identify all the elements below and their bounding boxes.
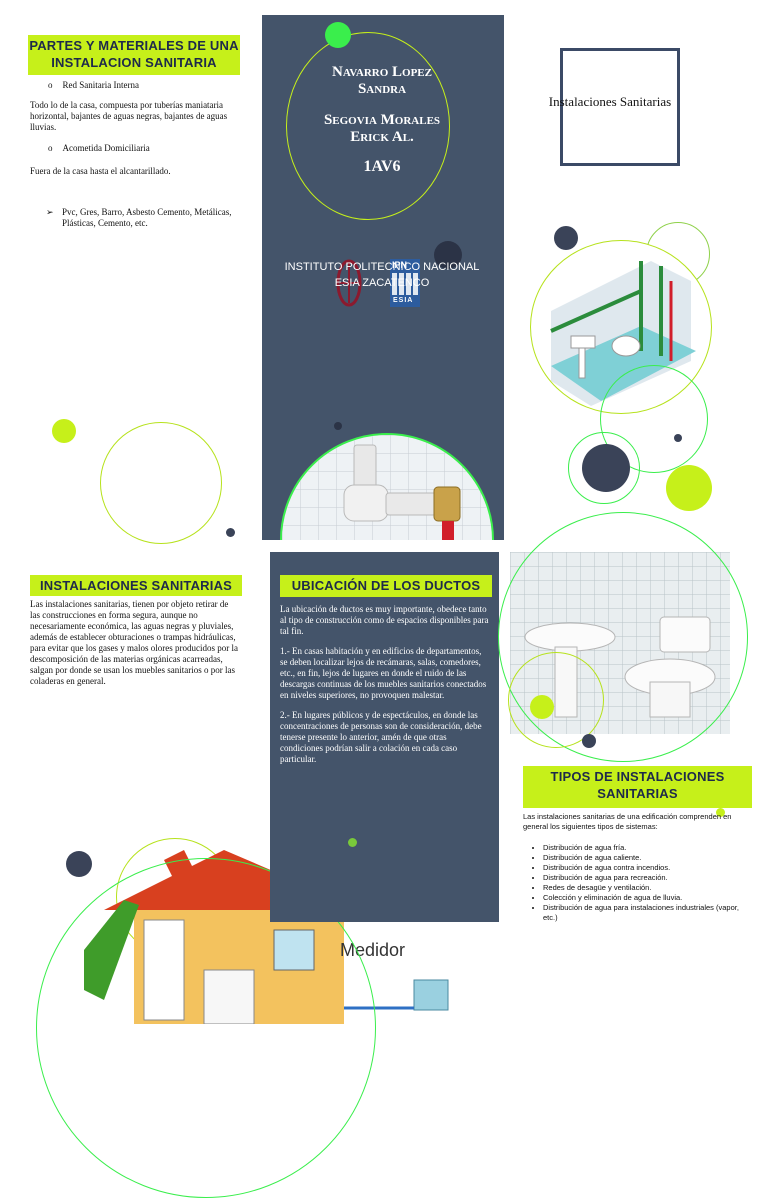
panel1-header-text: PARTES Y MATERIALES DE UNA INSTALACION S… <box>29 38 239 70</box>
author-1-name-2: Sandra <box>357 81 407 97</box>
lime-dot-decor <box>52 419 76 443</box>
panel1-materials: ➢ Pvc, Gres, Barro, Asbesto Cemento, Met… <box>46 207 236 229</box>
list-item: Distribución de agua contra incendios. <box>543 863 751 873</box>
dark-dot-decor <box>582 444 630 492</box>
lime-dot-decor <box>348 838 357 847</box>
dark-dot-decor <box>226 528 235 537</box>
outline-circle-decor <box>498 512 748 762</box>
panel6-list: Distribución de agua fría. Distribución … <box>523 843 751 923</box>
list-item: Distribución de agua fría. <box>543 843 751 853</box>
panel1-header: PARTES Y MATERIALES DE UNA INSTALACION S… <box>28 35 240 75</box>
panel1-bullet-2: o Acometida Domiciliaria <box>48 143 248 154</box>
panel4-header-text: INSTALACIONES SANITARIAS <box>39 578 233 593</box>
lime-dot-decor <box>716 808 725 817</box>
ductos-panel <box>270 552 499 922</box>
dark-dot-decor <box>582 734 596 748</box>
esia-logo: IPN ESIA <box>390 259 420 307</box>
outline-circle-decor <box>600 365 708 473</box>
paragraph: Todo lo de la casa, compuesta por tuberí… <box>30 100 228 132</box>
circle-bullet-icon: o <box>48 80 53 90</box>
panel6-header-text: TIPOS DE INSTALACIONES SANITARIAS <box>550 769 725 801</box>
cover-panel: Navarro Lopez Sandra Segovia Morales Eri… <box>262 15 504 540</box>
panel1-bullet-1: o Red Sanitaria Interna <box>48 80 248 91</box>
paragraph: Las instalaciones sanitarias de una edif… <box>523 812 732 831</box>
circle-bullet-icon: o <box>48 143 53 153</box>
title-box <box>560 48 680 166</box>
authors-block: Navarro Lopez Sandra Segovia Morales Eri… <box>282 64 482 175</box>
list-item: Distribución de agua para instalaciones … <box>543 903 751 923</box>
panel1-text-1: Todo lo de la casa, compuesta por tuberí… <box>30 100 230 133</box>
dark-dot-decor <box>334 422 342 430</box>
cover-ring <box>286 32 450 220</box>
paragraph: 2.- En lugares públicos y de espectáculo… <box>280 710 482 764</box>
paragraph: Las instalaciones sanitarias, tienen por… <box>30 599 238 686</box>
lime-dot-decor <box>666 465 712 511</box>
paragraph: 1.- En casas habitación y en edificios d… <box>280 646 487 700</box>
ipn-crest-icon <box>336 259 362 307</box>
panel5-header-text: UBICACIÓN DE LOS DUCTOS <box>291 578 481 593</box>
list-item: Distribución de agua para recreación. <box>543 873 751 883</box>
lime-dot-decor <box>530 695 554 719</box>
author-2-name-2: Erick Al. <box>350 129 414 145</box>
panel4-body: Las instalaciones sanitarias, tienen por… <box>30 599 240 687</box>
outline-circle-decor <box>568 432 640 504</box>
dark-dot-decor <box>66 851 92 877</box>
group-code: 1AV6 <box>363 158 401 175</box>
bullet-text: Acometida Domiciliaria <box>62 143 150 153</box>
author-1-name: Navarro Lopez <box>332 64 432 80</box>
list-item: Colección y eliminación de agua de lluvi… <box>543 893 751 903</box>
dark-dot-decor <box>554 226 578 250</box>
pipe-valve-photo <box>280 433 494 540</box>
list-item: Distribución de agua caliente. <box>543 853 751 863</box>
paragraph: Fuera de la casa hasta el alcantarillado… <box>30 166 171 176</box>
list-item: Redes de desagüe y ventilación. <box>543 883 751 893</box>
materials-text: Pvc, Gres, Barro, Asbesto Cemento, Metál… <box>62 207 232 228</box>
arrow-bullet-icon: ➢ <box>46 207 54 217</box>
paragraph: La ubicación de ductos es muy importante… <box>280 604 489 636</box>
ipn-logo <box>336 259 362 307</box>
author-2-name: Segovia Morales <box>323 112 441 128</box>
panel1-text-2: Fuera de la casa hasta el alcantarillado… <box>30 166 240 177</box>
panel4-header: INSTALACIONES SANITARIAS <box>30 575 242 596</box>
lime-dot-decor <box>325 22 351 48</box>
outline-circle-decor <box>100 422 222 544</box>
esia-logo-icon <box>390 259 420 307</box>
panel6-header: TIPOS DE INSTALACIONES SANITARIAS <box>523 766 752 808</box>
logo-esia-text: ESIA <box>393 297 414 304</box>
dark-dot-decor <box>674 434 682 442</box>
panel5-body: La ubicación de ductos es muy importante… <box>280 604 490 765</box>
bullet-text: Red Sanitaria Interna <box>62 80 139 90</box>
logo-ipn-text: IPN <box>392 260 408 270</box>
brochure-title: Instalaciones Sanitarias <box>530 94 690 110</box>
dark-dot-decor <box>434 241 462 269</box>
institution-school: ESIA ZACATENCO <box>334 277 430 289</box>
outline-circle-decor <box>508 652 604 748</box>
panel6-intro: Las instalaciones sanitarias de una edif… <box>523 812 747 832</box>
institution-block: INSTITUTO POLITECNICO NACIONAL ESIA ZACA… <box>272 259 492 291</box>
system-types-list: Distribución de agua fría. Distribución … <box>523 843 751 923</box>
institution-name: INSTITUTO POLITECNICO NACIONAL <box>284 261 480 273</box>
pipe-valve-image <box>282 435 492 540</box>
brochure-title-text: Instalaciones Sanitarias <box>548 94 672 109</box>
panel5-header: UBICACIÓN DE LOS DUCTOS <box>280 575 492 597</box>
